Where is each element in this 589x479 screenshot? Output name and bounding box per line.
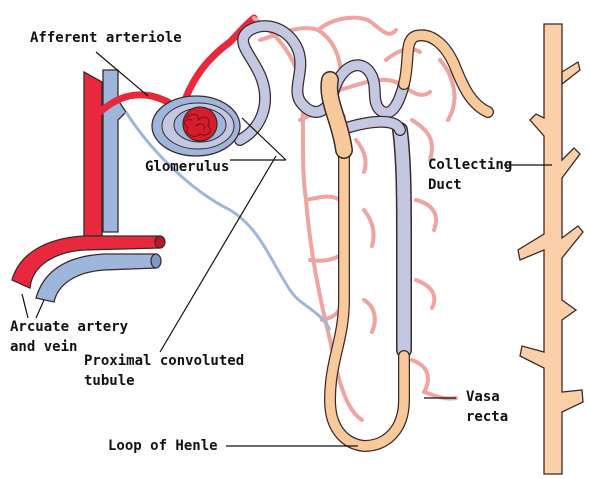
loop-of-henle-label: Loop of Henle [108,437,218,456]
proximal-tubule-label-line2: tubule [84,372,135,391]
arcuate-vessels [12,70,165,302]
vasa-recta-label-line2: recta [466,408,508,427]
collecting-duct-label-line2: Duct [428,176,462,195]
arcuate-label-line2: and vein [10,338,77,357]
collecting-duct-label-line1: Collecting [428,156,512,175]
glomerulus-capsule [152,96,240,156]
afferent-arteriole-label: Afferent arteriole [30,29,182,48]
collecting-duct [518,24,583,474]
vasa-recta-label-line1: Vasa [466,388,500,407]
arcuate-label-line1: Arcuate artery [10,318,128,337]
capillary-network [254,18,456,420]
proximal-tubule-label-line1: Proximal convoluted [84,352,244,371]
glomerulus-label: Glomerulus [145,158,229,177]
